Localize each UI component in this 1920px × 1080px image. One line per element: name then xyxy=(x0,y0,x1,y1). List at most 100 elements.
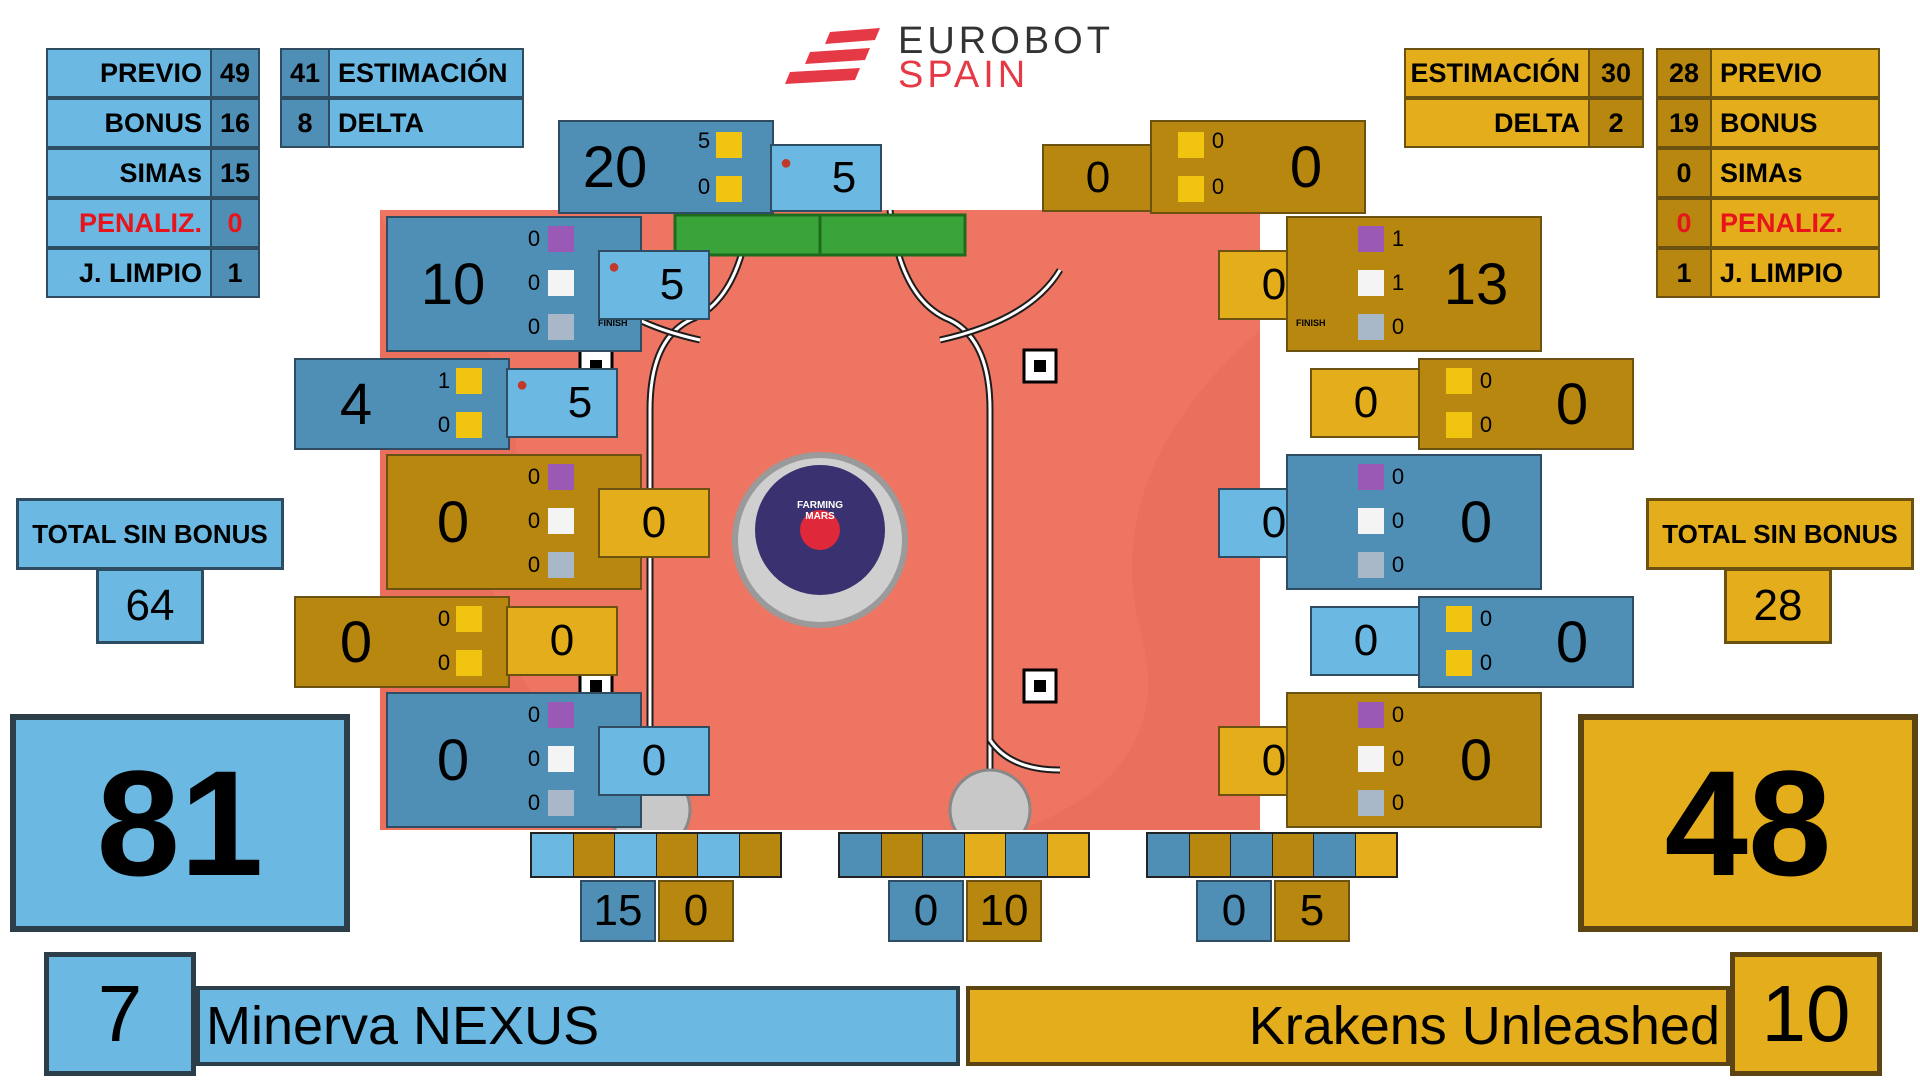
solar-slot xyxy=(1006,834,1048,876)
solar-slot xyxy=(881,834,923,876)
blue-stat-simas-label: SIMAs xyxy=(46,148,212,198)
zone-yr5-c2: 0 xyxy=(1391,746,1405,771)
logo-line2: SPAIN xyxy=(898,54,1030,96)
zone-yr4-side: 0 xyxy=(1310,606,1422,676)
gray-pot-icon xyxy=(1358,552,1384,578)
zone-bl1-ladybug: ● 5 xyxy=(598,250,710,320)
blue-team-number: 7 xyxy=(44,952,196,1076)
blue-stat-delta-label: DELTA xyxy=(328,98,524,148)
ladybug-icon: ● xyxy=(608,256,621,278)
yellow-stat-estimacion-value: 30 xyxy=(1588,48,1644,98)
yellow-stat-penal-label: PENALIZ. xyxy=(1710,198,1880,248)
blue-stat-estimacion-value: 41 xyxy=(280,48,330,98)
solar-slot xyxy=(840,834,882,876)
white-pot-icon xyxy=(1358,270,1384,296)
white-pot-icon xyxy=(548,270,574,296)
zone-yr1-total: 13 xyxy=(1443,251,1509,317)
yellow-team-name: Krakens Unleashed xyxy=(966,986,1730,1066)
zone-bl5-c2: 0 xyxy=(527,746,541,771)
zone-bl2-total: 4 xyxy=(339,371,373,437)
solar-group-2 xyxy=(838,832,1090,878)
zone-bl5-c1: 0 xyxy=(527,702,541,727)
zone-yr2-c1: 0 xyxy=(1479,368,1493,393)
zone-yr3-c2: 0 xyxy=(1391,508,1405,533)
planter-icon xyxy=(716,132,742,158)
yellow-stat-estimacion-label: ESTIMACIÓN xyxy=(1404,48,1590,98)
zone-bl5-c3: 0 xyxy=(527,790,541,815)
solar-2-blue: 0 xyxy=(888,880,964,942)
zone-bl2-lady: 5 xyxy=(567,378,593,427)
zone-bl3-c1: 0 xyxy=(527,464,541,489)
zone-top-yellow-side: 0 xyxy=(1042,144,1154,212)
blue-total-sin-bonus-value: 64 xyxy=(96,568,204,644)
solar-panel-icon xyxy=(1047,834,1088,876)
zone-yr4-c1: 0 xyxy=(1479,606,1493,631)
white-pot-icon xyxy=(1358,746,1384,772)
blue-total-sin-bonus-label: TOTAL SIN BONUS xyxy=(16,498,284,570)
zone-yr1-c1: 1 xyxy=(1391,226,1405,251)
solar-slot xyxy=(1314,834,1356,876)
planter-icon xyxy=(456,650,482,676)
planter-icon xyxy=(456,412,482,438)
zone-top-yellow-c2: 0 xyxy=(1211,174,1225,199)
blue-stats-panel: PREVIO 49 BONUS 16 SIMAs 15 PENALIZ. 0 J… xyxy=(46,48,526,300)
zone-yr4: 0 0 0 xyxy=(1418,596,1634,688)
solar-slot xyxy=(656,834,698,876)
yellow-stats-panel: ESTIMACIÓN 30 DELTA 2 28 PREVIO 19 BONUS… xyxy=(1404,48,1884,300)
solar-group-3 xyxy=(1146,832,1398,878)
planter-icon xyxy=(1446,650,1472,676)
yellow-stat-penal-value: 0 xyxy=(1656,198,1712,248)
zone-yr4-c2: 0 xyxy=(1479,650,1493,675)
zone-top-blue-ladybug: ● 5 xyxy=(770,144,882,212)
zone-bl1-c2: 0 xyxy=(527,270,541,295)
solar-panel-icon xyxy=(615,834,657,876)
zone-bl4-c2: 0 xyxy=(437,650,451,675)
zone-yr5-c1: 0 xyxy=(1391,702,1405,727)
zone-yr2: 0 0 0 xyxy=(1418,358,1634,450)
center-badge: FARMING MARS xyxy=(780,500,860,522)
gray-pot-icon xyxy=(548,552,574,578)
blue-stat-bonus-value: 16 xyxy=(210,98,260,148)
blue-score: 81 xyxy=(10,714,350,932)
purple-pot-icon xyxy=(548,702,574,728)
planter-icon xyxy=(1178,176,1204,202)
planter-icon xyxy=(456,606,482,632)
zone-top-blue: 20 5 0 xyxy=(558,120,774,214)
zone-top-blue-total: 20 xyxy=(582,134,648,200)
zone-yr1-finish: FINISH xyxy=(1296,318,1326,328)
blue-stat-penal-value: 0 xyxy=(210,198,260,248)
purple-pot-icon xyxy=(548,226,574,252)
yellow-stat-delta-label: DELTA xyxy=(1404,98,1590,148)
zone-yr5-total: 0 xyxy=(1459,727,1493,793)
solar-slot xyxy=(1148,834,1190,876)
yellow-total-sin-bonus-value: 28 xyxy=(1724,568,1832,644)
zone-bl2-c1: 1 xyxy=(437,368,451,393)
zone-top-blue-lady: 5 xyxy=(831,153,857,202)
ladybug-icon: ● xyxy=(780,152,793,174)
yellow-stat-bonus-value: 19 xyxy=(1656,98,1712,148)
gray-pot-icon xyxy=(548,790,574,816)
planter-icon xyxy=(716,176,742,202)
planter-icon xyxy=(1446,606,1472,632)
zone-yr1-c2: 1 xyxy=(1391,270,1405,295)
zone-bl4-c1: 0 xyxy=(437,606,451,631)
zone-top-blue-c2: 0 xyxy=(697,174,711,199)
zone-bl5-side: 0 xyxy=(598,726,710,796)
white-pot-icon xyxy=(1358,508,1384,534)
finish-flag-icon: FINISH xyxy=(598,318,628,328)
zone-yr2-c2: 0 xyxy=(1479,412,1493,437)
solar-1-yellow: 0 xyxy=(658,880,734,942)
purple-pot-icon xyxy=(1358,226,1384,252)
blue-stat-simas-value: 15 xyxy=(210,148,260,198)
zone-yr5: 0 0 0 0 xyxy=(1286,692,1542,828)
zone-bl3-c3: 0 xyxy=(527,552,541,577)
center-badge-line1: FARMING xyxy=(796,500,844,511)
blue-stat-estimacion-label: ESTIMACIÓN xyxy=(328,48,524,98)
gray-pot-icon xyxy=(548,314,574,340)
solar-slot xyxy=(739,834,780,876)
zone-bl2: 4 1 0 xyxy=(294,358,510,450)
yellow-stat-jlimpio-value: 1 xyxy=(1656,248,1712,298)
logo-line1: EUROBOT xyxy=(898,20,1114,62)
purple-pot-icon xyxy=(1358,464,1384,490)
logo-swoosh-icon xyxy=(785,28,880,84)
